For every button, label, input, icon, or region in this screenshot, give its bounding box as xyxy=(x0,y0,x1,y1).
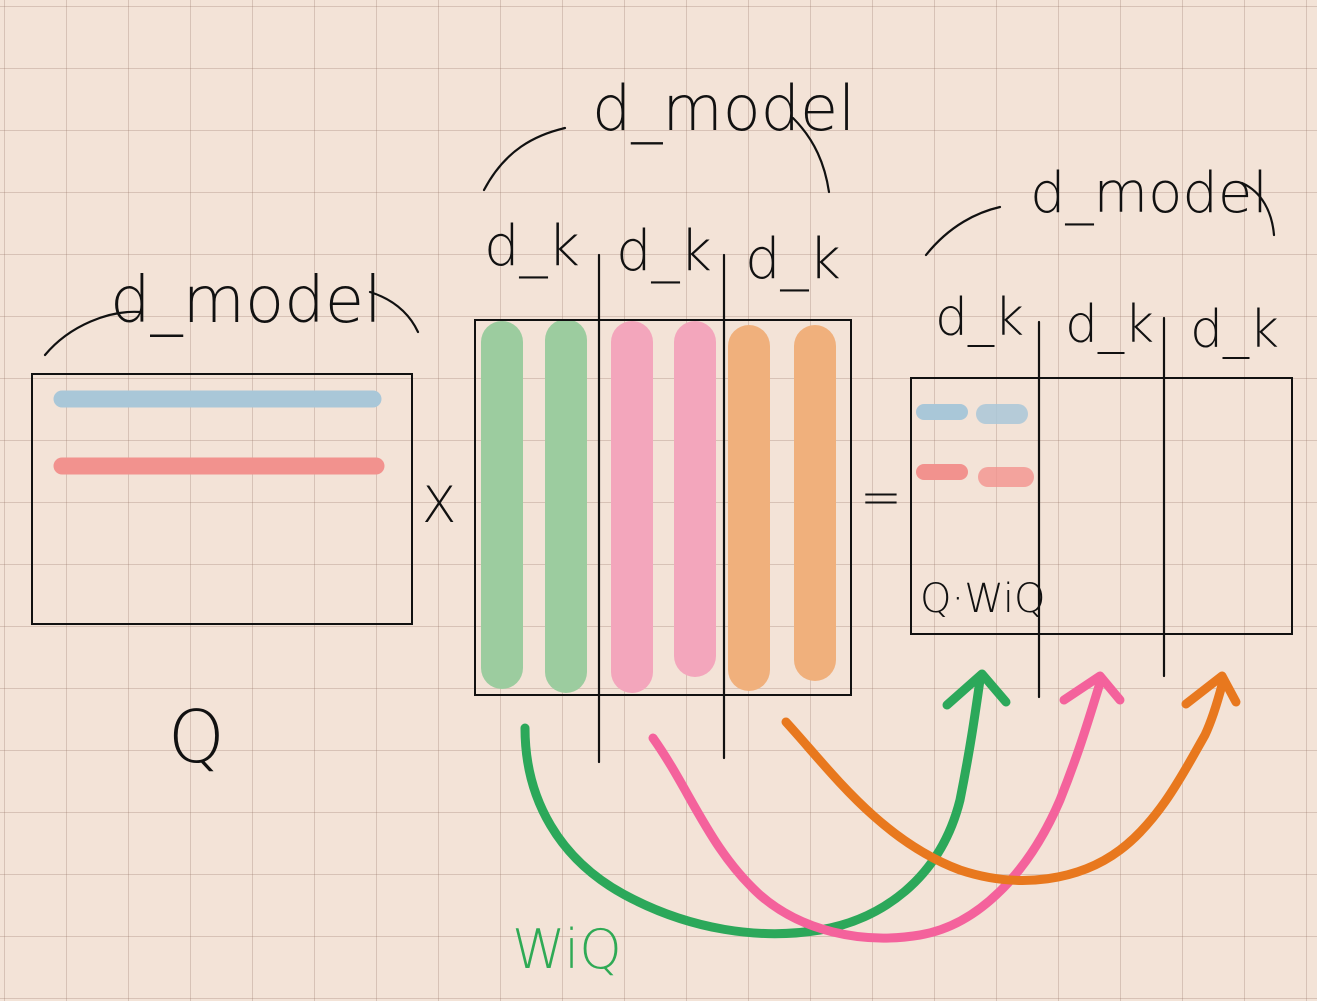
weight-head-label-1: d_k xyxy=(484,214,580,279)
arrow-head-3-tip xyxy=(1181,671,1241,709)
q-matrix-label: Q xyxy=(168,695,225,779)
result-head-label-1: d_k xyxy=(935,288,1024,348)
q-dim-label: d_model xyxy=(110,264,382,338)
arrow-head-2-curve xyxy=(648,678,1105,943)
weight-matrix-box xyxy=(474,319,852,696)
result-matrix: d_model d_k d_k d_k Q·WiQ xyxy=(910,161,1293,699)
weight-head-label-2: d_k xyxy=(616,219,712,284)
head-arrows xyxy=(520,669,1241,943)
result-head-label-2: d_k xyxy=(1065,295,1154,355)
weight-matrix: d_model d_k d_k d_k WiQ xyxy=(474,72,855,981)
q-matrix: d_model Q xyxy=(31,264,420,779)
weight-dim-brace xyxy=(482,116,831,194)
multiply-sign: X xyxy=(422,476,456,534)
q-dim-brace xyxy=(43,290,420,357)
weight-head-label-3: d_k xyxy=(745,227,841,292)
q-matrix-box xyxy=(31,373,413,625)
arrow-head-1-curve xyxy=(520,675,985,939)
result-dim-label: d_model xyxy=(1030,161,1268,226)
result-matrix-box xyxy=(910,377,1293,635)
result-cell-label: Q·WiQ xyxy=(920,576,1045,622)
arrow-head-2-tip xyxy=(1059,671,1125,705)
result-head-label-3: d_k xyxy=(1190,300,1279,360)
weight-dim-label: d_model xyxy=(592,72,855,145)
arrow-head-3-curve xyxy=(781,680,1227,885)
arrow-head-1-tip xyxy=(942,669,1011,710)
weight-matrix-label: WiQ xyxy=(512,918,622,981)
equals-sign: = xyxy=(860,468,902,526)
result-dim-brace xyxy=(924,181,1276,257)
